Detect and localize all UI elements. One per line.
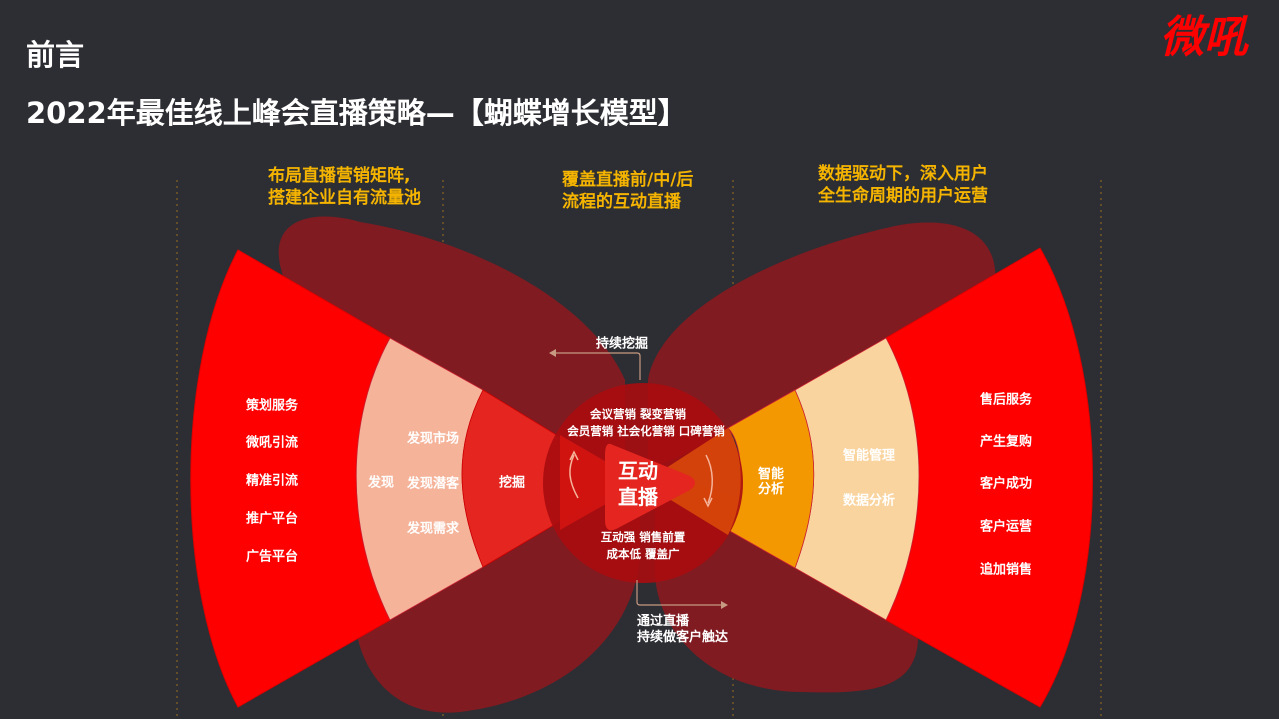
arrow-bottom-line: 通过直播 xyxy=(637,614,690,629)
heading-line: 搭建企业自有流量池 xyxy=(268,188,421,208)
right-outer-item: 客户运营 xyxy=(979,519,1033,535)
left-middle-label: 发现 xyxy=(367,475,395,491)
arrow-bottom-label: 通过直播 持续做客户触达 xyxy=(637,614,728,646)
page-title: 2022年最佳线上峰会直播策略—【蝴蝶增长模型】 xyxy=(26,96,687,130)
column-heading-right: 数据驱动下，深入用户 全生命周期的用户运营 xyxy=(818,163,988,207)
left-outer-item: 微吼引流 xyxy=(245,435,299,451)
center-bottom-line: 互动强 销售前置 xyxy=(600,530,686,544)
arrow-right-icon xyxy=(636,580,724,606)
arrow-top-label: 持续挖掘 xyxy=(595,336,649,352)
right-outer-item: 产生复购 xyxy=(979,434,1033,450)
brand-logo: 微吼 xyxy=(1160,12,1250,60)
heading-line: 流程的互动直播 xyxy=(562,192,681,212)
left-middle-item: 发现潜客 xyxy=(406,476,460,492)
arrow-left-icon xyxy=(553,352,641,380)
arrow-up-icon xyxy=(569,454,579,499)
center-bottom-line: 成本低 覆盖广 xyxy=(606,547,680,561)
left-wing xyxy=(190,249,631,708)
logo-text: 微吼 xyxy=(1160,12,1250,60)
core-line: 互动 xyxy=(618,459,658,483)
left-outer-item: 精准引流 xyxy=(245,473,299,489)
column-heading-center: 覆盖直播前/中/后 流程的互动直播 xyxy=(562,169,693,213)
center-top-line: 会员营销 社会化营销 口碑营销 xyxy=(567,424,725,438)
play-triangle-icon xyxy=(605,443,695,531)
right-middle-item: 数据分析 xyxy=(842,493,896,509)
left-middle-item: 发现市场 xyxy=(406,431,460,447)
right-outer-item: 客户成功 xyxy=(979,476,1033,492)
left-inner-label: 挖掘 xyxy=(498,475,526,491)
inner-line: 分析 xyxy=(757,482,785,497)
inner-line: 智能 xyxy=(757,467,785,482)
heading-line: 全生命周期的用户运营 xyxy=(818,186,988,206)
right-middle-item: 智能管理 xyxy=(842,448,896,464)
right-outer-item: 售后服务 xyxy=(979,392,1033,408)
column-heading-left: 布局直播营销矩阵, 搭建企业自有流量池 xyxy=(268,165,421,209)
right-inner-label: 智能 分析 xyxy=(758,467,784,497)
center-top-line: 会议营销 裂变营销 xyxy=(589,407,687,421)
left-outer-item: 策划服务 xyxy=(245,398,299,414)
section-title: 前言 xyxy=(26,38,85,72)
heading-line: 数据驱动下，深入用户 xyxy=(818,164,988,184)
right-wing xyxy=(727,247,1093,708)
core-line: 直播 xyxy=(618,485,658,509)
left-middle-item: 发现需求 xyxy=(406,521,460,537)
heading-line: 布局直播营销矩阵, xyxy=(268,166,411,186)
right-outer-item: 追加销售 xyxy=(979,562,1033,578)
core-label: 互动 直播 xyxy=(618,458,658,510)
left-outer-item: 推广平台 xyxy=(245,511,299,527)
arrow-down-icon xyxy=(705,454,713,504)
left-outer-item: 广告平台 xyxy=(245,549,299,565)
heading-line: 覆盖直播前/中/后 xyxy=(562,170,694,190)
arrow-bottom-line: 持续做客户触达 xyxy=(637,630,729,645)
